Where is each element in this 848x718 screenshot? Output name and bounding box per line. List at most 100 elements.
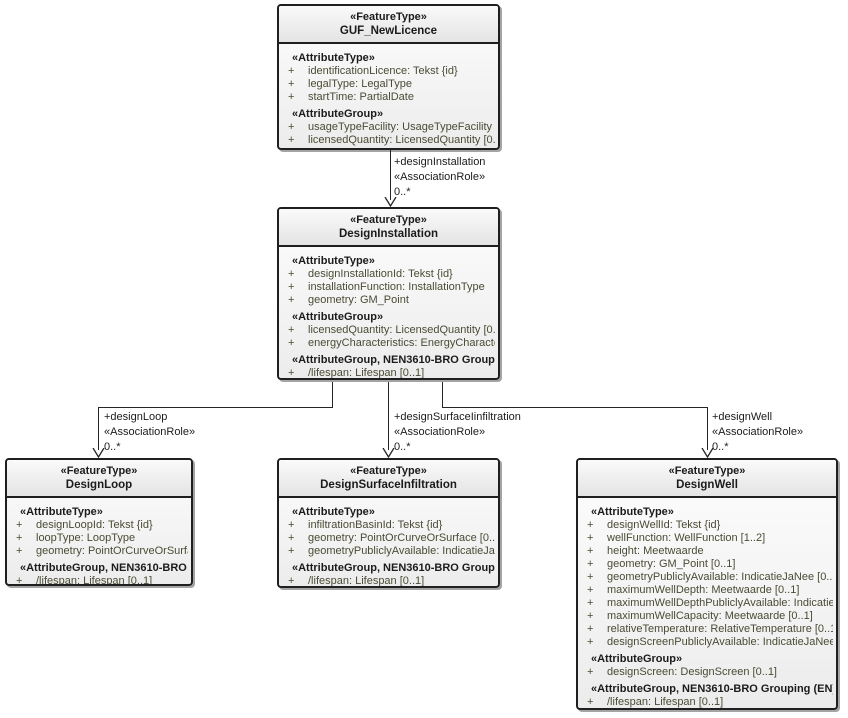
attribute-row[interactable]: + maximumWellDepth: Meetwaarde [0..1]	[578, 584, 833, 597]
attribute-text: startTime: PartialDate	[308, 91, 414, 103]
attribute-text: designScreenPubliclyAvailable: Indicatie…	[607, 636, 833, 648]
attribute-row[interactable]: +licensedQuantity: LicensedQuantity [0..…	[279, 134, 495, 147]
association-line-segment[interactable]	[442, 407, 708, 408]
attribute-row[interactable]: + /lifespan: Lifespan [0..1]	[279, 367, 495, 379]
attribute-text: licensedQuantity: LicensedQuantity [0..2…	[308, 134, 495, 146]
attribute-text: maximumWellCapacity: Meetwaarde [0..1]	[607, 610, 813, 622]
association-line-segment[interactable]	[98, 407, 333, 408]
visibility-marker: +	[587, 558, 594, 570]
attribute-row[interactable]: +relativeTemperature: RelativeTemperatur…	[578, 623, 833, 636]
attribute-text: geometryPubliclyAvailable: IndicatieJaNe…	[308, 545, 495, 557]
attribute-text: energyCharacteristics: EnergyCharacteris…	[308, 337, 495, 349]
visibility-marker: +	[288, 281, 295, 293]
attribute-text: relativeTemperature: RelativeTemperature…	[607, 623, 833, 635]
attribute-text: /lifespan: Lifespan [0..1]	[308, 367, 425, 379]
association-line-segment[interactable]	[442, 382, 443, 408]
attribute-group-header: «AttributeType»	[292, 506, 375, 518]
association-line-segment[interactable]	[388, 382, 389, 450]
association-label-design-well-association[interactable]: +designWell«AssociationRole»0..*	[712, 410, 803, 455]
attribute-row[interactable]: +designScreenPubliclyAvailable: Indicati…	[578, 636, 833, 649]
class-stereotype: «FeatureType»	[60, 465, 138, 477]
class-guf-newlicence[interactable]: «FeatureType»GUF_NewLicence«AttributeTyp…	[277, 4, 500, 150]
attribute-text: designInstallationId: Tekst {id}	[308, 268, 453, 280]
class-title: «FeatureType»DesignLoop	[7, 460, 191, 498]
attribute-row[interactable]: + energyCharacteristics: EnergyCharacteri…	[279, 337, 495, 350]
visibility-marker: +	[587, 696, 594, 708]
attribute-row[interactable]: +height: Meetwaarde	[578, 545, 833, 558]
attribute-row[interactable]: +infiltrationBasinId: Tekst {id}	[279, 519, 495, 532]
attribute-text: height: Meetwaarde	[607, 545, 704, 557]
visibility-marker: +	[288, 65, 295, 77]
attribute-group-header: «AttributeGroup»	[292, 108, 384, 120]
attribute-row[interactable]: +usageTypeFacility: UsageTypeFacility	[279, 121, 495, 134]
class-title: «FeatureType»DesignInstallation	[279, 209, 498, 247]
attribute-row[interactable]: +designWellId: Tekst {id}	[578, 519, 833, 532]
class-design-installation[interactable]: «FeatureType»DesignInstallation «Attribut…	[277, 207, 500, 380]
attribute-row[interactable]: + /lifespan: Lifespan [0..1]	[578, 696, 833, 708]
attribute-row[interactable]: +designScreen: DesignScreen [0..1]	[578, 666, 833, 679]
attribute-row[interactable]: + identificationLicence: Tekst {id}	[279, 65, 495, 78]
attribute-text: maximumWellDepth: Meetwaarde [0..1]	[607, 584, 800, 596]
class-design-well[interactable]: «FeatureType»DesignWell«AttributeType»+d…	[576, 458, 838, 710]
attribute-row[interactable]: + geometry: PointOrCurveOrSurface [0..1]	[279, 532, 495, 545]
attribute-row[interactable]: + geometryPubliclyAvailable: IndicatieJaN…	[279, 545, 495, 558]
attribute-row[interactable]: +geometryPubliclyAvailable: IndicatieJaN…	[578, 571, 833, 584]
attribute-group-header: «AttributeGroup, NEN3610-BRO Grouping (E…	[292, 562, 495, 574]
association-label-design-loop-association[interactable]: +designLoop«AssociationRole»0..*	[104, 410, 195, 455]
class-title: «FeatureType»GUF_NewLicence	[279, 6, 498, 44]
class-title: «FeatureType»DesignSurfaceInfiltration	[279, 460, 498, 498]
attribute-row[interactable]: +wellFunction: WellFunction [1..2]	[578, 532, 833, 545]
attribute-row[interactable]: +maximumWellDepthPubliclyAvailable: Indi…	[578, 597, 833, 610]
association-multiplicity: 0..*	[104, 441, 121, 453]
attribute-text: identificationLicence: Tekst {id}	[308, 65, 458, 77]
class-attribute-compartment: «AttributeType»+identificationLicence: T…	[279, 44, 498, 148]
class-design-surface-infiltration[interactable]: «FeatureType»DesignSurfaceInfiltration«A…	[277, 458, 500, 588]
association-multiplicity: 0..*	[712, 441, 729, 453]
visibility-marker: +	[288, 519, 295, 531]
attribute-row[interactable]: +loopType: LoopType	[7, 532, 188, 545]
visibility-marker: +	[587, 532, 594, 544]
association-role-name: +designLoop	[104, 411, 168, 423]
attribute-group-header: «AttributeType»	[292, 255, 375, 267]
attribute-group-header: «AttributeGroup, NEN3610-BRO Grouping (E…	[591, 683, 833, 695]
attribute-text: designWellId: Tekst {id}	[607, 519, 721, 531]
association-line-segment[interactable]	[332, 382, 333, 408]
class-attribute-compartment: «AttributeType»+infiltrationBasinId: Tek…	[279, 498, 498, 586]
open-arrowhead-icon	[382, 447, 395, 459]
association-label-design-installation-association[interactable]: +designInstallation«AssociationRole»0..*	[394, 155, 485, 200]
visibility-marker: +	[288, 337, 295, 349]
association-line-segment[interactable]	[98, 407, 99, 450]
attribute-row[interactable]: +maximumWellCapacity: Meetwaarde [0..1]	[578, 610, 833, 623]
attribute-row[interactable]: +geometry: GM_Point	[279, 294, 495, 307]
class-name: GUF_NewLicence	[339, 25, 438, 37]
attribute-text: geometry: PointOrCurveOrSurface [0..1]	[308, 532, 495, 544]
attribute-text: designScreen: DesignScreen [0..1]	[607, 666, 777, 678]
association-line-segment[interactable]	[707, 407, 708, 450]
association-line-segment[interactable]	[390, 150, 391, 200]
attribute-text: geometry: PointOrCurveOrSurface [0..1]	[36, 545, 188, 557]
attribute-row[interactable]: +legalType: LegalType	[279, 78, 495, 91]
association-label-design-surface-infiltration-association[interactable]: +designSurfaceIinfiltration«AssociationR…	[394, 410, 521, 455]
attribute-row[interactable]: +installationFunction: InstallationType	[279, 281, 495, 294]
class-design-loop[interactable]: «FeatureType»DesignLoop«AttributeType»+d…	[5, 458, 193, 586]
attribute-row[interactable]: +licensedQuantity: LicensedQuantity [0..…	[279, 324, 495, 337]
attribute-row[interactable]: +designInstallationId: Tekst {id}	[279, 268, 495, 281]
association-stereotype: «AssociationRole»	[712, 426, 804, 438]
visibility-marker: +	[16, 532, 23, 544]
attribute-row[interactable]: +geometry: PointOrCurveOrSurface [0..1]	[7, 545, 188, 558]
attribute-row[interactable]: +startTime: PartialDate	[279, 91, 495, 104]
attribute-row[interactable]: +designLoopId: Tekst {id}	[7, 519, 188, 532]
attribute-text: /lifespan: Lifespan [0..1]	[607, 696, 724, 708]
visibility-marker: +	[587, 584, 594, 596]
visibility-marker: +	[288, 367, 295, 379]
visibility-marker: +	[288, 532, 295, 544]
visibility-marker: +	[288, 545, 295, 557]
visibility-marker: +	[288, 121, 295, 133]
attribute-row[interactable]: +/lifespan: Lifespan [0..1]	[279, 575, 495, 586]
attribute-row[interactable]: +geometry: GM_Point [0..1]	[578, 558, 833, 571]
class-attribute-compartment: «AttributeType»+designLoopId: Tekst {id}…	[7, 498, 191, 584]
attribute-row[interactable]: +/lifespan: Lifespan [0..1]	[7, 575, 188, 584]
attribute-group-header: «AttributeGroup»	[591, 653, 683, 665]
association-multiplicity: 0..*	[394, 441, 411, 453]
attribute-text: designLoopId: Tekst {id}	[36, 519, 153, 531]
